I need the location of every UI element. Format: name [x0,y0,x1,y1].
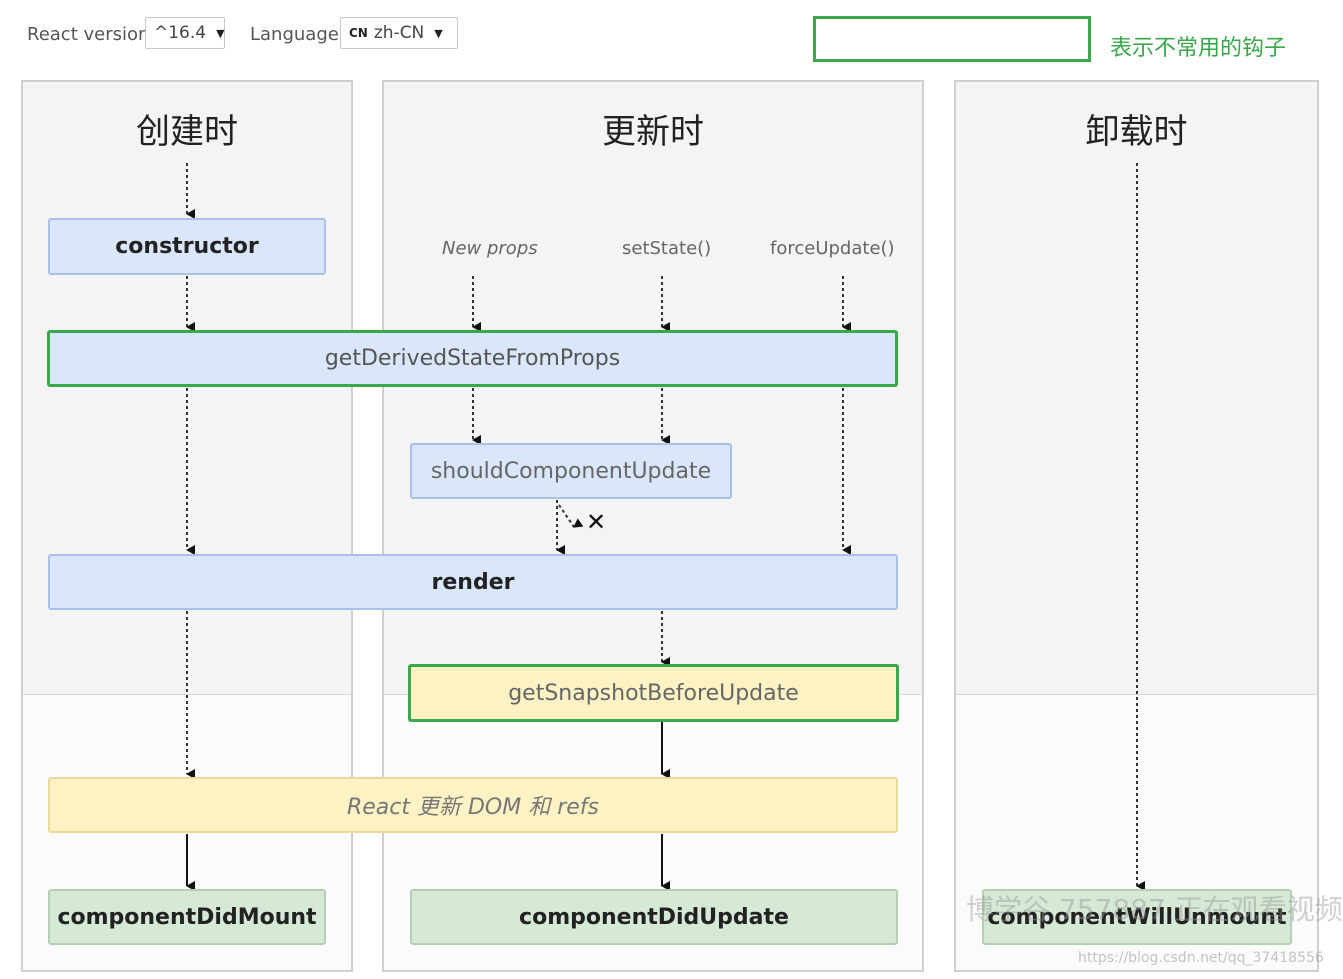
node-component-did-mount: componentDidMount [48,889,326,945]
language-value: zh-CN [373,23,425,43]
close-icon: ✕ [586,508,607,536]
legend-text: 表示不常用的钩子 [1110,36,1287,61]
trigger-new-props: New props [442,238,538,259]
language-flag-code: CN [349,26,368,40]
node-should-component-update: shouldComponentUpdate [410,443,732,499]
node-component-did-update: componentDidUpdate [410,889,898,945]
node-constructor: constructor [48,218,326,275]
language-label: Language [250,24,339,45]
node-render: render [48,554,898,610]
chevron-down-icon: ▼ [216,26,225,40]
node-component-will-unmount: componentWillUnmount [982,889,1292,945]
legend-swatch [813,16,1091,62]
column-title-unmount: 卸载时 [1085,112,1188,152]
chevron-down-icon: ▼ [434,26,443,40]
trigger-force-update: forceUpdate() [770,238,895,259]
arrow-scu-false [558,504,584,528]
react-version-value: ^16.4 [154,23,207,43]
react-version-select[interactable]: ^16.4 ▼ [145,17,225,49]
node-get-derived-state-from-props: getDerivedStateFromProps [47,330,898,387]
language-select[interactable]: CN zh-CN ▼ [340,17,458,49]
url-watermark: https://blog.csdn.net/qq_37418556 [1078,950,1324,966]
react-version-label: React version [27,24,150,45]
node-react-update-dom: React 更新 DOM 和 refs [48,777,898,833]
column-title-update: 更新时 [602,112,704,152]
node-get-snapshot-before-update: getSnapshotBeforeUpdate [408,664,899,722]
trigger-set-state: setState() [622,238,712,259]
column-title-mount: 创建时 [136,112,238,152]
